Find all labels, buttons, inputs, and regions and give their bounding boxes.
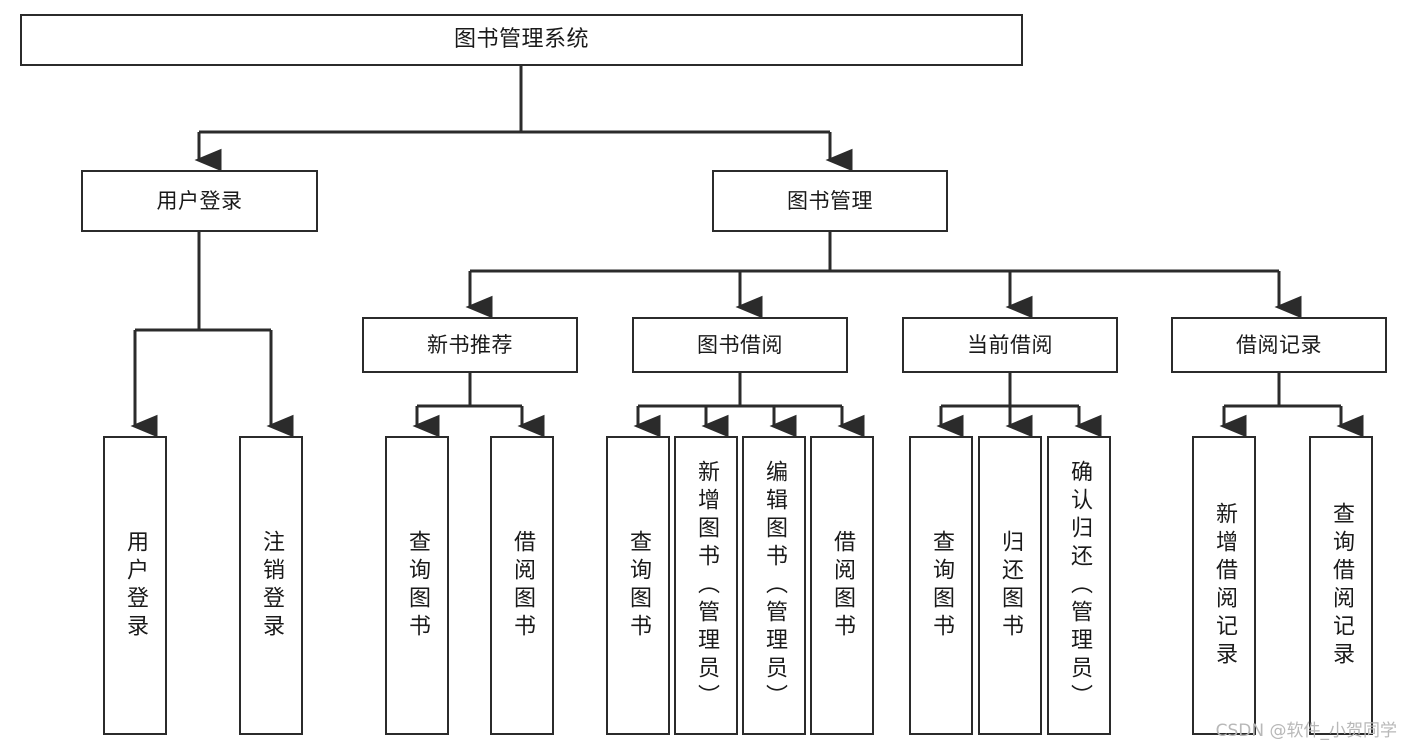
node-label: 借阅图书 <box>830 529 855 642</box>
leaf-borrow-book-recommend[interactable]: 借阅图书 <box>490 436 554 735</box>
csdn-watermark: CSDN @软件_小贺同学 <box>1215 721 1397 741</box>
node-label: 查询借阅记录 <box>1329 501 1354 670</box>
leaf-add-book-admin[interactable]: 新增图书（管理员） <box>674 436 738 735</box>
leaf-edit-book-admin[interactable]: 编辑图书（管理员） <box>742 436 806 735</box>
node-label: 归还图书 <box>998 529 1023 642</box>
node-label: 图书管理 <box>787 188 873 213</box>
node-label: 用户登录 <box>123 529 148 642</box>
node-label: 借阅图书 <box>510 529 535 642</box>
node-label: 图书管理系统 <box>453 27 589 53</box>
leaf-borrow-book[interactable]: 借阅图书 <box>810 436 874 735</box>
node-borrow-record[interactable]: 借阅记录 <box>1171 317 1387 373</box>
node-book-borrow[interactable]: 图书借阅 <box>632 317 848 373</box>
node-label: 新增借阅记录 <box>1212 501 1237 670</box>
node-label: 查询图书 <box>929 529 954 642</box>
leaf-user-login[interactable]: 用户登录 <box>103 436 167 735</box>
node-label: 注销登录 <box>259 529 284 642</box>
node-label: 确认归还（管理员） <box>1067 459 1092 712</box>
leaf-query-book-current[interactable]: 查询图书 <box>909 436 973 735</box>
node-label: 当前借阅 <box>967 332 1053 357</box>
node-label: 编辑图书（管理员） <box>762 459 787 712</box>
leaf-query-book-borrow[interactable]: 查询图书 <box>606 436 670 735</box>
leaf-logout[interactable]: 注销登录 <box>239 436 303 735</box>
leaf-add-borrow-record[interactable]: 新增借阅记录 <box>1192 436 1256 735</box>
leaf-query-borrow-record[interactable]: 查询借阅记录 <box>1309 436 1373 735</box>
node-book-management[interactable]: 图书管理 <box>712 170 948 232</box>
node-label: 查询图书 <box>405 529 430 642</box>
node-label: 新增图书（管理员） <box>694 459 719 712</box>
node-current-borrow[interactable]: 当前借阅 <box>902 317 1118 373</box>
leaf-return-book[interactable]: 归还图书 <box>978 436 1042 735</box>
leaf-confirm-return-admin[interactable]: 确认归还（管理员） <box>1047 436 1111 735</box>
leaf-query-book-recommend[interactable]: 查询图书 <box>385 436 449 735</box>
node-new-book-recommend[interactable]: 新书推荐 <box>362 317 578 373</box>
node-label: 图书借阅 <box>697 332 783 357</box>
node-label: 用户登录 <box>156 188 243 213</box>
node-label: 新书推荐 <box>427 332 513 357</box>
node-label: 查询图书 <box>626 529 651 642</box>
node-root-system[interactable]: 图书管理系统 <box>20 14 1023 66</box>
node-user-login[interactable]: 用户登录 <box>81 170 318 232</box>
node-label: 借阅记录 <box>1236 332 1322 357</box>
